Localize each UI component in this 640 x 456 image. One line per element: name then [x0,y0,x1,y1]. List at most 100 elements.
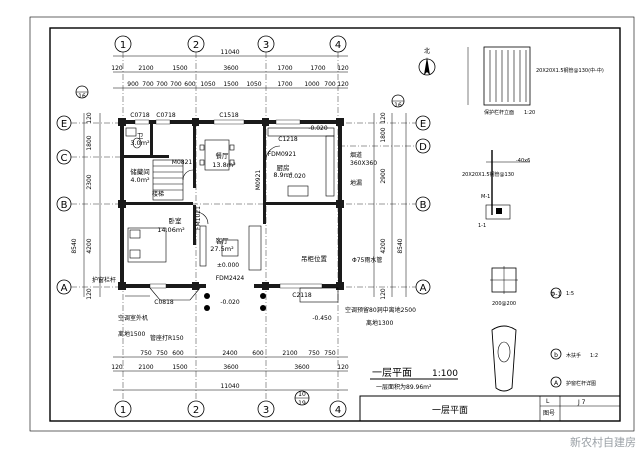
axis-2-bottom: 2 [193,405,199,416]
note-label: 管座打R150 [150,334,184,342]
titleblock-label-no: 图号 [543,410,555,417]
dim-text: 120 [111,65,123,72]
note-label: 360X360 [350,160,377,167]
dim-text: 1500 [172,65,187,72]
level-label: -0.020 [286,173,306,180]
axis-bubbles-bottom: 1 2 3 4 [114,400,347,418]
section-marks: 16 16 10 19 [75,85,405,407]
window-label: C0718 [156,112,176,119]
dim-text: 2100 [282,350,297,357]
room-area-kitchen: 8.9m² [273,171,293,179]
axis-3-top: 3 [263,40,269,51]
dim-text: 700 [324,81,336,88]
guardrail-title: 保护栏杆立面 [484,109,514,116]
dim-text: 4200 [380,238,387,253]
note-label: 离地1500 [118,330,145,338]
axis-bubbles-right: E D B A [415,115,431,295]
detail-a-marker: A [554,380,559,387]
dim-text: 120 [380,112,387,124]
guardrail-scale: 1:20 [524,110,535,116]
plan-title-text: 一层平面 [372,367,412,379]
level-label: -0.450 [312,315,332,322]
bottom-dimensions: 750 750 600 2400 600 2100 750 750 120 21… [111,350,349,391]
outer-border [29,16,635,432]
dim-text: 1800 [380,127,387,142]
axis-A-left: A [61,283,68,294]
axis-B-right: B [420,200,427,211]
dim-text: 2400 [222,350,237,357]
window-label: C1218 [278,136,298,143]
titleblock-label-l: L [546,398,550,405]
door-label: M0921 [255,170,262,191]
dim-text: 8540 [397,238,404,253]
plan-scale-text: 1:100 [432,369,458,379]
m1-scale: 1:5 [566,291,574,297]
room-name-storage: 储藏间 [130,167,150,176]
dim-text: 750 [140,350,152,357]
watermark: 新农村自建房 [570,436,636,449]
dim-text: 750 [324,350,336,357]
section-1-1-detail: -40x6 20X20X1.5钢管@130 M-1 1-1 [462,150,530,229]
title-block: 一层平面 L 图号 J 7 [359,395,621,422]
dim-text: 1500 [172,364,187,371]
dim-text: 1700 [277,81,292,88]
axis-C-left: C [61,153,68,164]
level-label: -0.020 [220,299,240,306]
bottom-total-dim: 11040 [220,383,239,390]
window-label: C2118 [292,292,312,299]
level-label: ±0.000 [217,262,239,269]
dim-text: 750 [308,350,320,357]
section-mark-text: 16 [394,102,402,109]
dim-text: 120 [380,288,387,300]
dim-text: 1000 [304,81,319,88]
dim-text: 600 [252,350,264,357]
dim-text: 750 [156,350,168,357]
dim-text: 700 [142,81,154,88]
section-mark-text: 16 [78,93,86,100]
handrail-detail: b 木扶手 1:2 A 护窗栏杆详图 [491,325,598,392]
note-label: 护窗栏杆 [92,276,116,284]
dim-text: 120 [111,364,123,371]
floor-plan [118,118,344,311]
m1-label: M-1 [481,194,490,200]
note-label: 烟道 [350,151,362,159]
north-label: 北 [424,47,430,55]
room-area-toilet: 3.0m² [130,139,150,147]
room-area-bedroom: 14.06m² [157,226,185,234]
flat-bar-spec: -40x6 [516,158,530,164]
dim-text: 1500 [223,81,238,88]
axis-E-left: E [61,119,67,130]
dim-text: 700 [170,81,182,88]
section-spec: 20X20X1.5钢管@130 [462,171,514,178]
handrail-label: 木扶手 [566,352,581,359]
door-label: FDM2424 [216,275,245,282]
axis-3-bottom: 3 [263,405,269,416]
dim-text: 700 [156,81,168,88]
note-label: 地漏 [350,179,362,187]
window-label: C0818 [154,299,174,306]
dim-text: 1700 [277,65,292,72]
dim-text: 900 [127,81,139,88]
axis-E-right: E [420,119,426,130]
note-label: 离地1300 [366,319,393,327]
room-area-dining: 13.8m² [212,161,236,169]
door-label: FDM0921 [268,151,297,158]
detail-a-label: 护窗栏杆详图 [566,380,596,387]
dim-text: 120 [86,112,93,124]
section-title: 1-1 [478,223,486,229]
axis-D-right: D [419,142,427,153]
room-name-toilet: 卫 [137,132,144,140]
dim-text: 600 [172,350,184,357]
room-name-kitchen: 厨房 [277,163,290,172]
handrail-marker: b [554,352,558,359]
titleblock-code: J 7 [577,399,586,406]
dim-text: 1050 [246,81,261,88]
top-dimensions: 11040 120 2100 1500 3600 1700 1700 120 9… [111,49,349,89]
room-name-living: 客厅 [216,236,230,245]
dim-text: 120 [337,65,349,72]
door-label: FM1021 [195,206,202,230]
axis-B-left: B [61,200,68,211]
door-label: M0821 [172,159,193,166]
north-arrow: 北 [418,47,436,76]
